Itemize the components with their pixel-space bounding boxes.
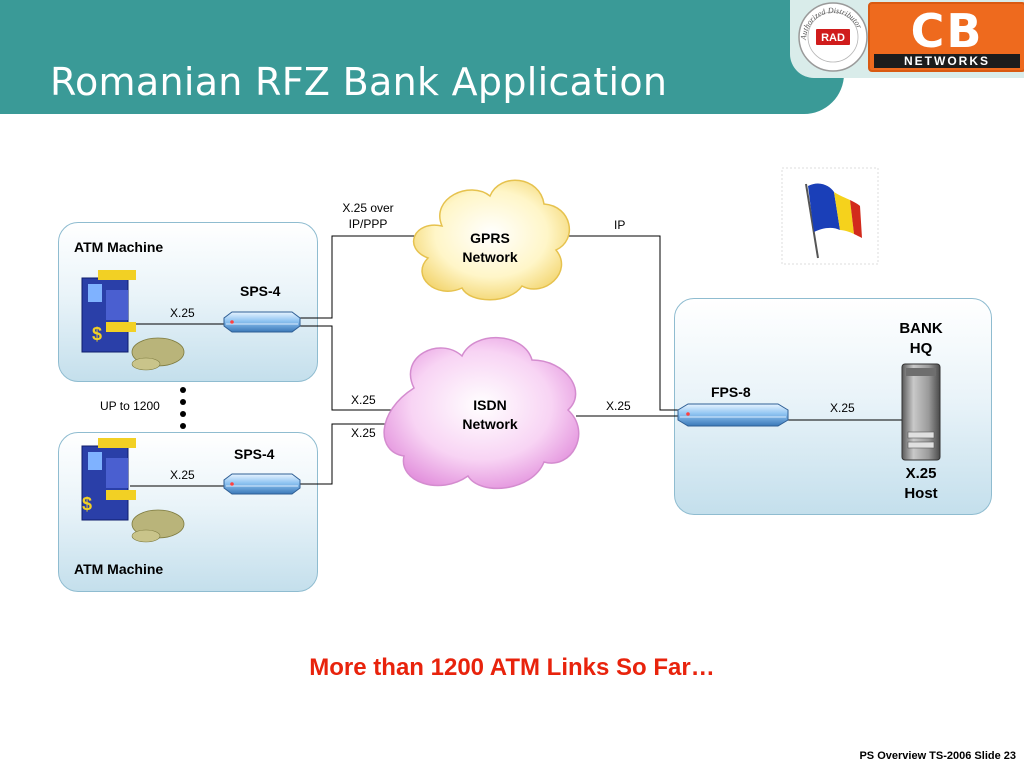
fps8-device <box>677 403 789 427</box>
sps4-bottom-device <box>223 473 301 495</box>
header-band <box>0 0 844 114</box>
isdn-in-top-label: X.25 <box>351 393 376 407</box>
stamp-brand: RAD <box>821 32 845 44</box>
isdn-cloud-title: ISDN <box>473 397 507 413</box>
slide-title: Romanian RFZ Bank Application <box>50 60 668 104</box>
isdn-in-bottom-label: X.25 <box>351 426 376 440</box>
x25-host-title-1: X.25 <box>905 465 937 482</box>
bank-hq-title-1: BANK <box>899 320 943 337</box>
distributor-stamp-icon: Authorized Distributor RAD <box>798 2 868 72</box>
isdn-cloud-subtitle: Network <box>462 416 518 432</box>
sps4-bottom-label: SPS-4 <box>234 446 275 462</box>
fps8-label: FPS-8 <box>711 384 751 400</box>
link-gprs-fps <box>546 235 682 411</box>
svg-text:$: $ <box>82 494 92 514</box>
host-link-label: X.25 <box>830 401 855 415</box>
gprs-out-label: IP <box>614 218 626 232</box>
sps4-top-label: SPS-4 <box>240 283 281 299</box>
bank-hq-title-2: HQ <box>909 340 933 357</box>
gprs-cloud-icon <box>412 179 571 301</box>
link-sps-bottom-isdn <box>300 423 400 485</box>
atm-machine-top-icon: $ <box>81 270 185 371</box>
link-sps-top-isdn <box>300 325 400 411</box>
footer-message: More than 1200 ATM Links So Far… <box>309 654 715 681</box>
x25-host-title-2: Host <box>904 485 938 502</box>
atm-machine-bottom-icon: $ <box>81 438 185 543</box>
scale-dots <box>180 387 186 429</box>
gprs-cloud-title: GPRS <box>470 230 510 246</box>
atm-top-title: ATM Machine <box>74 239 164 255</box>
gprs-cloud-subtitle: Network <box>462 249 518 265</box>
link-sps-top-gprs <box>300 235 436 319</box>
x25-host-server-icon <box>901 363 941 461</box>
gprs-in-label-2: IP/PPP <box>348 217 388 231</box>
atm-top-link-label: X.25 <box>170 306 195 320</box>
svg-text:$: $ <box>92 324 102 344</box>
gprs-in-label-1: X.25 over <box>342 201 394 215</box>
isdn-out-label: X.25 <box>606 399 631 413</box>
company-logo: CB NETWORKS <box>868 2 1024 72</box>
atm-bottom-title: ATM Machine <box>74 561 164 577</box>
atm-bottom-link-label: X.25 <box>170 468 195 482</box>
romanian-flag-icon <box>781 167 879 265</box>
company-logo-letters: CB <box>910 4 984 58</box>
footer-slide-number: PS Overview TS-2006 Slide 23 <box>859 750 1016 762</box>
connection-lines <box>130 235 902 487</box>
isdn-cloud-icon <box>383 336 580 489</box>
company-logo-name: NETWORKS <box>874 54 1020 68</box>
sps4-top-device <box>223 311 301 333</box>
scale-label: UP to 1200 <box>100 399 160 413</box>
